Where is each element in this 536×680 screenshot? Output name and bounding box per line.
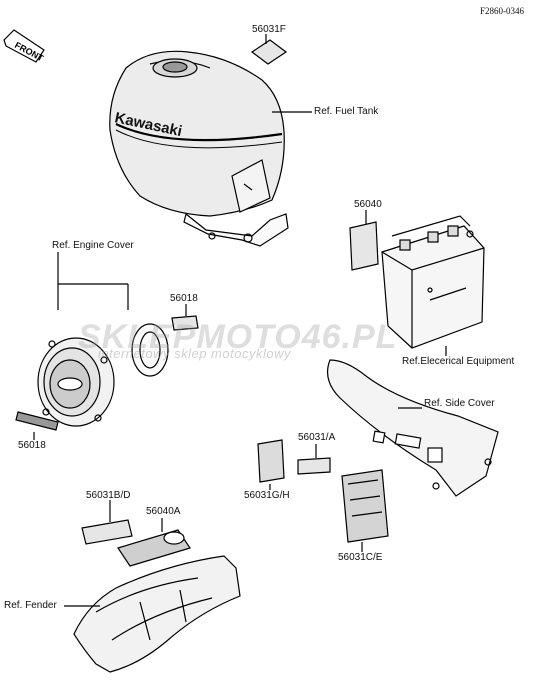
label-sticker-56040 (349, 221, 379, 271)
fuel-tank-illustration: Kawasaki (109, 50, 289, 247)
label-sticker-56031ce (341, 469, 389, 543)
engine-cover-illustration (37, 252, 169, 427)
label-sticker-56031f (250, 36, 288, 65)
ref-label-side-cover: Ref. Side Cover (424, 398, 495, 409)
side-cover-illustration (327, 359, 499, 497)
part-label-56031f: 56031F (252, 24, 286, 35)
part-label-56040: 56040 (354, 199, 382, 210)
part-label-56031ce: 56031C/E (338, 552, 383, 563)
label-sticker-56031a (297, 457, 331, 475)
label-sticker-56031bd (81, 519, 133, 545)
figure-code: F2860-0346 (479, 6, 524, 16)
part-label-56040a: 56040A (146, 506, 181, 517)
ref-label-engine-cover: Ref. Engine Cover (52, 240, 134, 251)
front-arrow-icon: FRONT (3, 29, 46, 64)
label-sticker-56018-b (15, 411, 59, 431)
ref-label-fuel-tank: Ref. Fuel Tank (314, 106, 379, 117)
ref-label-electrical: Ref.Elecerical Equipment (402, 356, 515, 367)
label-sticker-56018-a (171, 315, 199, 331)
part-label-56031a: 56031/A (298, 432, 336, 443)
label-sticker-56031gh (257, 439, 285, 483)
part-label-56018-a: 56018 (170, 293, 198, 304)
ref-label-fender: Ref. Fender (4, 600, 57, 611)
part-label-56018-b: 56018 (18, 440, 46, 451)
part-label-56031gh: 56031G/H (244, 490, 290, 501)
label-sticker-56040a (117, 529, 191, 567)
fender-illustration (73, 555, 241, 673)
battery-illustration (381, 215, 485, 349)
part-label-56031bd: 56031B/D (86, 490, 131, 501)
watermark-site: SKLEPMOTO46.PL (78, 318, 398, 356)
watermark-tagline: internetowy sklep motocyklowy (98, 346, 291, 361)
